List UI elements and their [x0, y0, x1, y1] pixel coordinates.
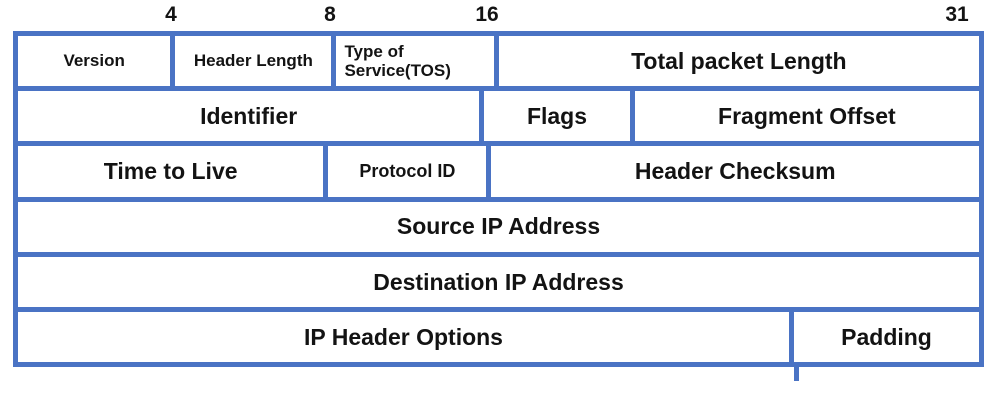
grid-row-4: Source IP Address — [18, 201, 979, 252]
field-type-of-service: Type of Service(TOS) — [336, 36, 494, 87]
field-identifier: Identifier — [18, 91, 480, 142]
field-source-ip-address: Source IP Address — [18, 201, 979, 252]
field-ip-header-options: IP Header Options — [18, 311, 790, 363]
grid-row-3: Time to Live Protocol ID Header Checksum — [18, 146, 979, 197]
grid-row-1: Version Header Length Type of Service(TO… — [18, 36, 979, 87]
field-protocol-id: Protocol ID — [328, 146, 487, 197]
field-flags: Flags — [484, 91, 630, 142]
grid-row-2: Identifier Flags Fragment Offset — [18, 91, 979, 142]
grid-row-6: IP Header Options Padding — [18, 311, 979, 363]
field-header-checksum: Header Checksum — [491, 146, 979, 197]
field-total-packet-length: Total packet Length — [498, 36, 979, 87]
field-destination-ip-address: Destination IP Address — [18, 256, 979, 307]
grid-row-5: Destination IP Address — [18, 256, 979, 307]
bit-marker-16: 16 — [475, 3, 499, 26]
field-time-to-live: Time to Live — [18, 146, 324, 197]
field-version: Version — [18, 36, 171, 87]
padding-divider-stub — [794, 364, 799, 381]
bit-marker-31: 31 — [945, 3, 969, 26]
bit-marker-8: 8 — [324, 3, 336, 26]
field-padding: Padding — [794, 311, 979, 363]
field-fragment-offset: Fragment Offset — [634, 91, 979, 142]
header-field-grid: Version Header Length Type of Service(TO… — [13, 31, 984, 367]
field-header-length: Header Length — [175, 36, 332, 87]
bit-marker-4: 4 — [165, 3, 177, 26]
